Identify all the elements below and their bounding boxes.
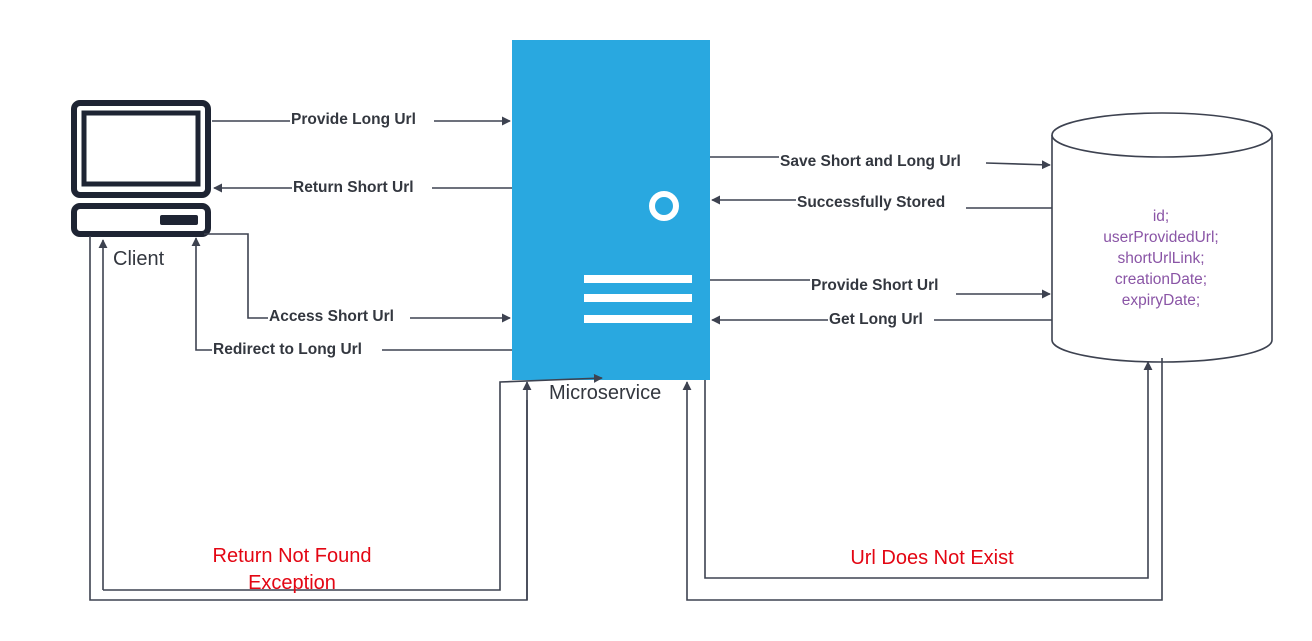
edge-label-return-not-found-line1: Return Not Found <box>213 545 372 567</box>
client-label: Client <box>113 248 165 270</box>
edge-label-return-not-found-line2: Exception <box>248 572 336 594</box>
edge-save-short-and-long-url <box>710 156 1051 170</box>
db-field-expiry-date: expiryDate; <box>1122 292 1200 309</box>
client-computer-icon <box>71 100 211 237</box>
edge-successfully-stored <box>711 195 1052 209</box>
edge-label-save-short-and-long-url: Save Short and Long Url <box>780 153 961 170</box>
edge-redirect-to-long-url <box>191 237 512 351</box>
edge-label-url-does-not-exist: Url Does Not Exist <box>850 547 1014 569</box>
db-field-id: id; <box>1153 208 1169 225</box>
edge-url-does-not-exist <box>682 358 1163 601</box>
edge-access-short-url <box>204 233 511 323</box>
edge-return-not-found-exception <box>89 236 603 601</box>
database-cylinder-icon <box>1051 112 1273 363</box>
database-schema: id; userProvidedUrl; shortUrlLink; creat… <box>1103 208 1218 309</box>
edge-label-successfully-stored: Successfully Stored <box>797 194 945 211</box>
db-field-short-url-link: shortUrlLink; <box>1118 250 1205 267</box>
edge-label-return-short-url: Return Short Url <box>293 179 414 196</box>
edge-label-redirect-to-long-url: Redirect to Long Url <box>213 341 362 358</box>
microservice-server-icon <box>512 40 710 380</box>
edge-label-provide-long-url: Provide Long Url <box>291 111 416 128</box>
db-field-creation-date: creationDate; <box>1115 271 1207 288</box>
edge-label-access-short-url: Access Short Url <box>269 308 394 325</box>
db-field-user-provided-url: userProvidedUrl; <box>1103 229 1218 246</box>
edge-label-provide-short-url: Provide Short Url <box>811 277 938 294</box>
microservice-label: Microservice <box>549 382 661 404</box>
edge-label-get-long-url: Get Long Url <box>829 311 923 328</box>
edge-provide-short-url <box>710 279 1051 299</box>
